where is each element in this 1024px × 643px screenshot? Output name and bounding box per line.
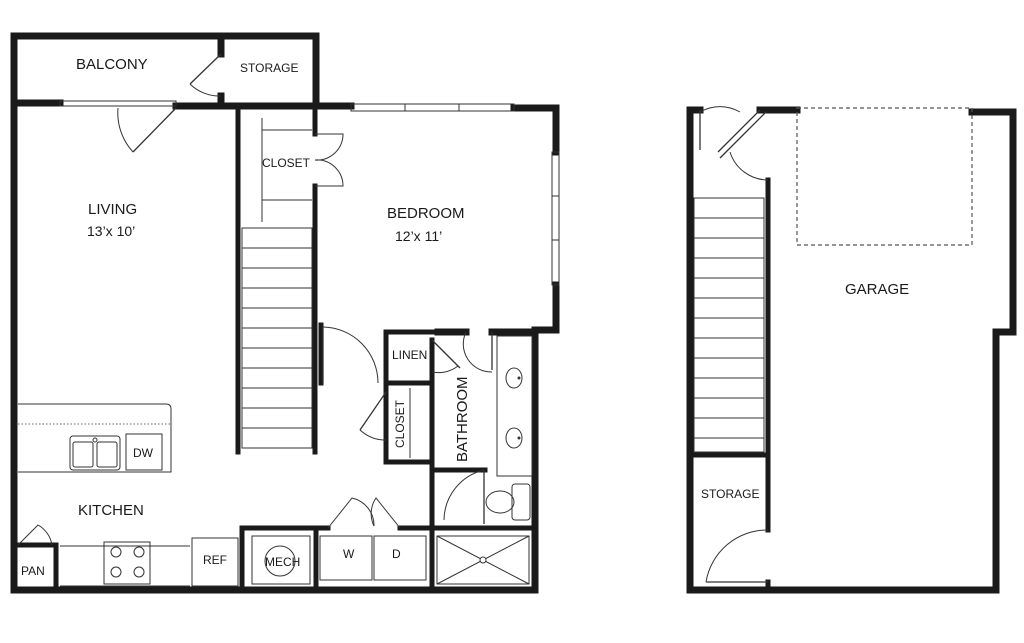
label-linen: LINEN [392, 348, 427, 362]
label-bedroom-dimensions: 12’x 11’ [395, 228, 442, 244]
garage-walls [686, 106, 1017, 594]
label-dryer: D [392, 547, 401, 561]
label-storage-garage: STORAGE [701, 487, 759, 501]
label-living: LIVING [88, 201, 137, 218]
label-bathroom: BATHROOM [454, 376, 471, 462]
stairs-garage [693, 197, 765, 453]
doors [17, 53, 493, 546]
label-pantry: PAN [21, 564, 45, 578]
label-bedroom: BEDROOM [387, 205, 465, 222]
label-storage-top: STORAGE [240, 61, 298, 75]
label-garage: GARAGE [845, 281, 909, 298]
label-mech: MECH [265, 555, 300, 569]
label-balcony: BALCONY [76, 56, 148, 73]
label-refrigerator: REF [203, 553, 227, 567]
windows [59, 100, 560, 286]
label-kitchen: KITCHEN [78, 502, 144, 519]
garage-door-opening [796, 107, 973, 246]
label-closet-bottom: CLOSET [393, 399, 407, 448]
garage-doors [699, 106, 769, 583]
label-dishwasher: DW [133, 446, 154, 460]
label-living-dimensions: 13’x 10’ [87, 223, 135, 239]
closet-shelves [261, 118, 411, 458]
kitchen-fixtures [18, 403, 427, 587]
stairs-main [241, 227, 313, 449]
label-washer: W [343, 547, 355, 561]
bath-fixtures [436, 335, 533, 585]
unit-walls [10, 32, 560, 594]
label-closet-top: CLOSET [262, 156, 311, 170]
